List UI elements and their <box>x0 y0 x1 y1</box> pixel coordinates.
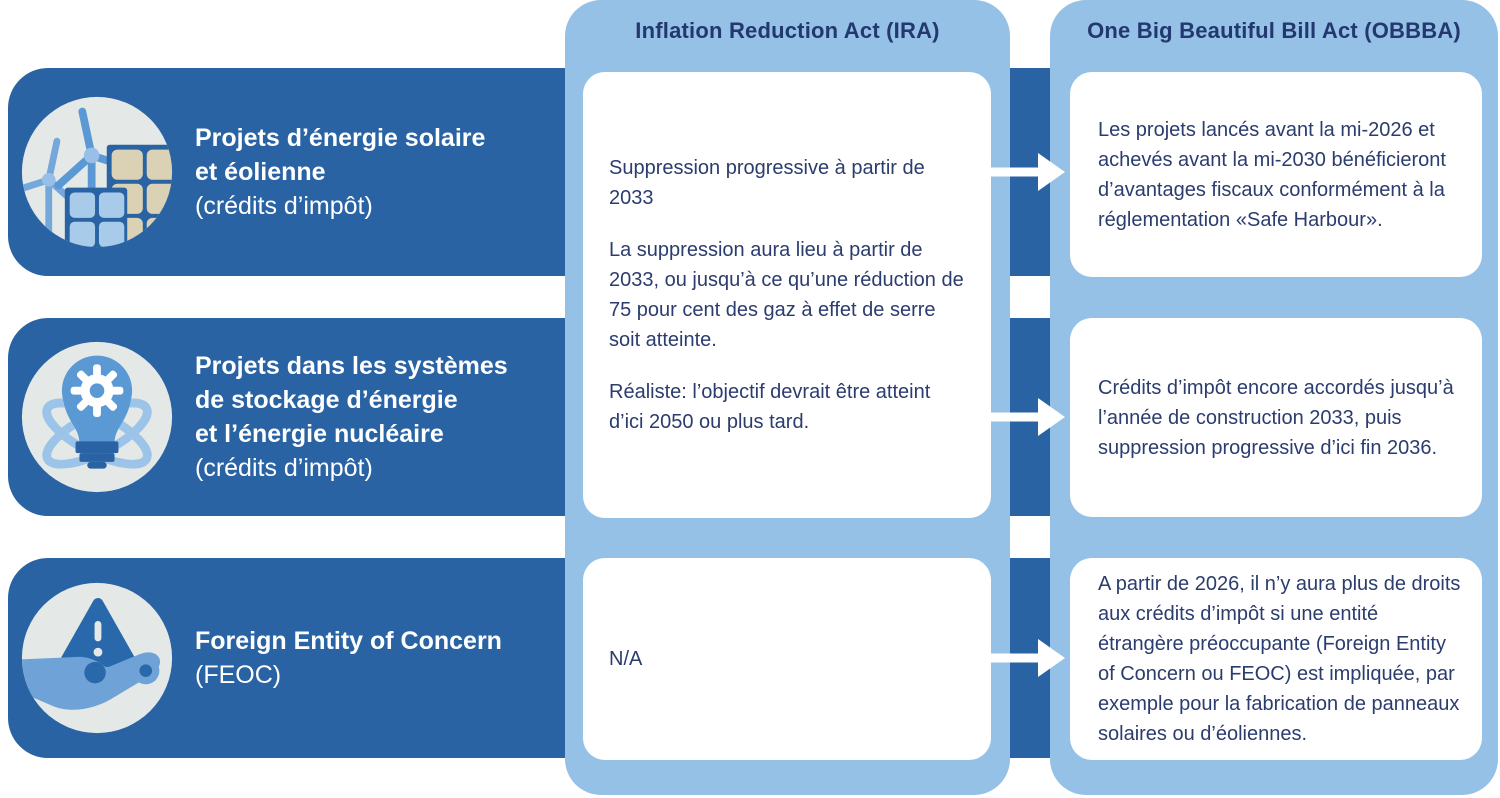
row-label-storage-nuclear: Projets dans les systèmes de stockage d’… <box>195 318 560 516</box>
row-subtitle: (FEOC) <box>195 661 282 689</box>
ira-paragraph: Réaliste: l’objectif devrait être attein… <box>609 381 931 433</box>
obbba-text: Les projets lancés avant la mi-2026 et a… <box>1098 118 1446 231</box>
row-label-feoc: Foreign Entity of Concern (FEOC) <box>195 558 560 758</box>
ira-paragraph: Suppression progressive à partir de 2033 <box>609 157 925 209</box>
obbba-card-feoc: A partir de 2026, il n’y aura plus de dr… <box>1070 558 1482 760</box>
energy-storage-nuclear-icon <box>19 339 175 495</box>
arrow-right-icon <box>986 150 1066 194</box>
obbba-text: Crédits d’impôt encore accordés jusqu’à … <box>1098 376 1454 459</box>
ira-paragraph: La suppression aura lieu à partir de 203… <box>609 239 964 351</box>
solar-panel-blue <box>64 187 128 248</box>
ira-card-solar-storage: Suppression progressive à partir de 2033… <box>583 72 991 518</box>
row-title: Projets dans les systèmes de stockage d’… <box>195 352 508 448</box>
row-title: Foreign Entity of Concern <box>195 627 502 655</box>
row-subtitle: (crédits d’impôt) <box>195 192 373 220</box>
obbba-card-solar-wind: Les projets lancés avant la mi-2026 et a… <box>1070 72 1482 277</box>
row-subtitle: (crédits d’impôt) <box>195 454 373 482</box>
na-value: N/A <box>609 648 643 670</box>
wind-solar-icon <box>19 94 175 250</box>
row-title: Projets d’énergie solaire et éolienne <box>195 124 486 186</box>
obbba-column-header: One Big Beautiful Bill Act (OBBBA) <box>1087 18 1461 43</box>
ira-column-header: Inflation Reduction Act (IRA) <box>635 18 940 43</box>
feoc-warning-hand-icon <box>19 580 175 736</box>
ira-card-feoc: N/A <box>583 558 991 760</box>
obbba-text: A partir de 2026, il n’y aura plus de dr… <box>1098 573 1461 745</box>
arrow-right-icon <box>986 636 1066 680</box>
obbba-card-storage-nuclear: Crédits d’impôt encore accordés jusqu’à … <box>1070 318 1482 517</box>
row-label-solar-wind: Projets d’énergie solaire et éolienne (c… <box>195 68 560 276</box>
arrow-right-icon <box>986 395 1066 439</box>
